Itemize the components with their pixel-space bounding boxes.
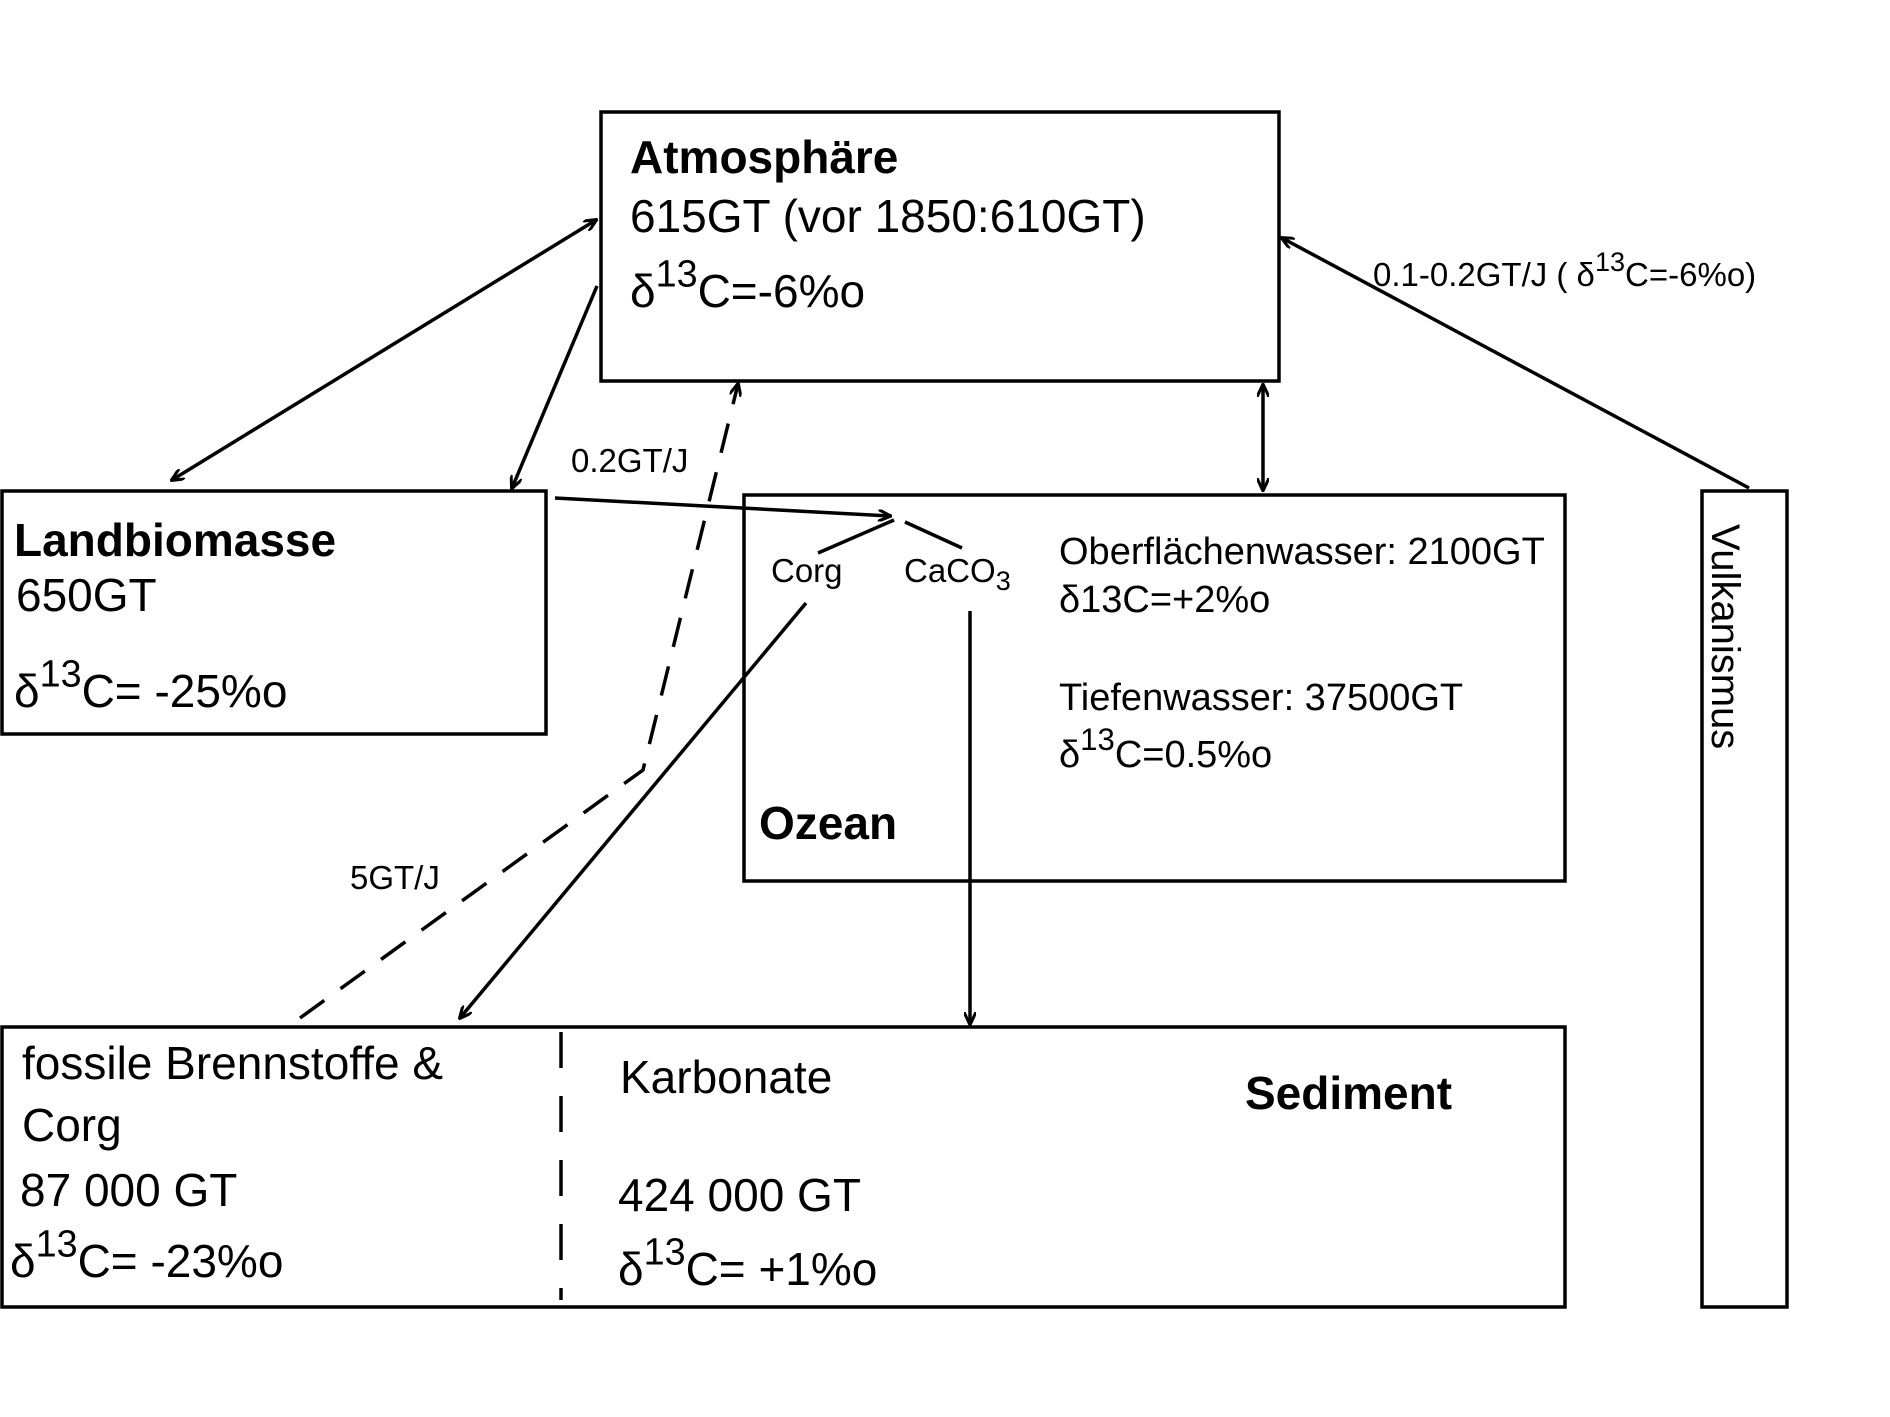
land-biomass-amount: 650GT (16, 569, 157, 621)
atmosphere-land-exchange-arrow (172, 220, 596, 480)
atmosphere-delta: δ13C=-6%o (630, 252, 866, 317)
carbonate-title: Karbonate (620, 1051, 833, 1103)
deep-water-delta: δ13C=0.5%o (1059, 721, 1273, 776)
fossil-emission-dashed-arrow (298, 384, 738, 1020)
ocean-caco3-label: CaCO3 (904, 552, 1011, 597)
atmosphere-to-land-arrow (512, 285, 599, 488)
volcanic-flux-label: 0.1-0.2GT/J ( δ13C=-6%o) (1373, 247, 1757, 293)
atmosphere-amount: 615GT (vor 1850:610GT) (630, 190, 1146, 242)
volcanism-to-atmosphere-arrow (1282, 238, 1750, 490)
sediment-title: Sediment (1245, 1067, 1453, 1119)
corg-split-line (817, 518, 895, 555)
atmosphere-title: Atmosphäre (630, 131, 899, 183)
land-biomass-box (0, 489, 548, 736)
carbonate-delta: δ13C= +1%o (618, 1230, 878, 1295)
fossil-fuels-line2: Corg (22, 1099, 122, 1151)
surface-water-delta: δ13C=+2%o (1059, 579, 1271, 621)
caco3-split-line (904, 520, 963, 550)
surface-water-label: Oberflächenwasser: 2100GT (1059, 531, 1545, 573)
volcanism-label: Vulkanismus (1703, 524, 1747, 750)
land-biomass-delta: δ13C= -25%o (14, 652, 288, 717)
corg-to-sediment-arrow (460, 601, 808, 1018)
fossil-fuels-amount: 87 000 GT (20, 1164, 238, 1216)
carbonate-amount: 424 000 GT (618, 1169, 861, 1221)
volcanism-box (1700, 489, 1789, 1309)
fossil-fuels-line1: fossile Brennstoffe & (22, 1037, 444, 1089)
land-ocean-flux-label: 0.2GT/J (571, 442, 689, 479)
deep-water-label: Tiefenwasser: 37500GT (1059, 677, 1464, 719)
land-biomass-title: Landbiomasse (14, 514, 337, 566)
sediment-box (0, 1025, 1567, 1309)
ocean-corg-label: Corg (771, 552, 843, 589)
ocean-title: Ozean (759, 797, 898, 849)
ocean-box (742, 493, 1567, 883)
fossil-emission-flux-label: 5GT/J (350, 859, 440, 896)
land-to-ocean-arrow (554, 496, 890, 516)
fossil-fuels-delta: δ13C= -23%o (10, 1222, 284, 1287)
